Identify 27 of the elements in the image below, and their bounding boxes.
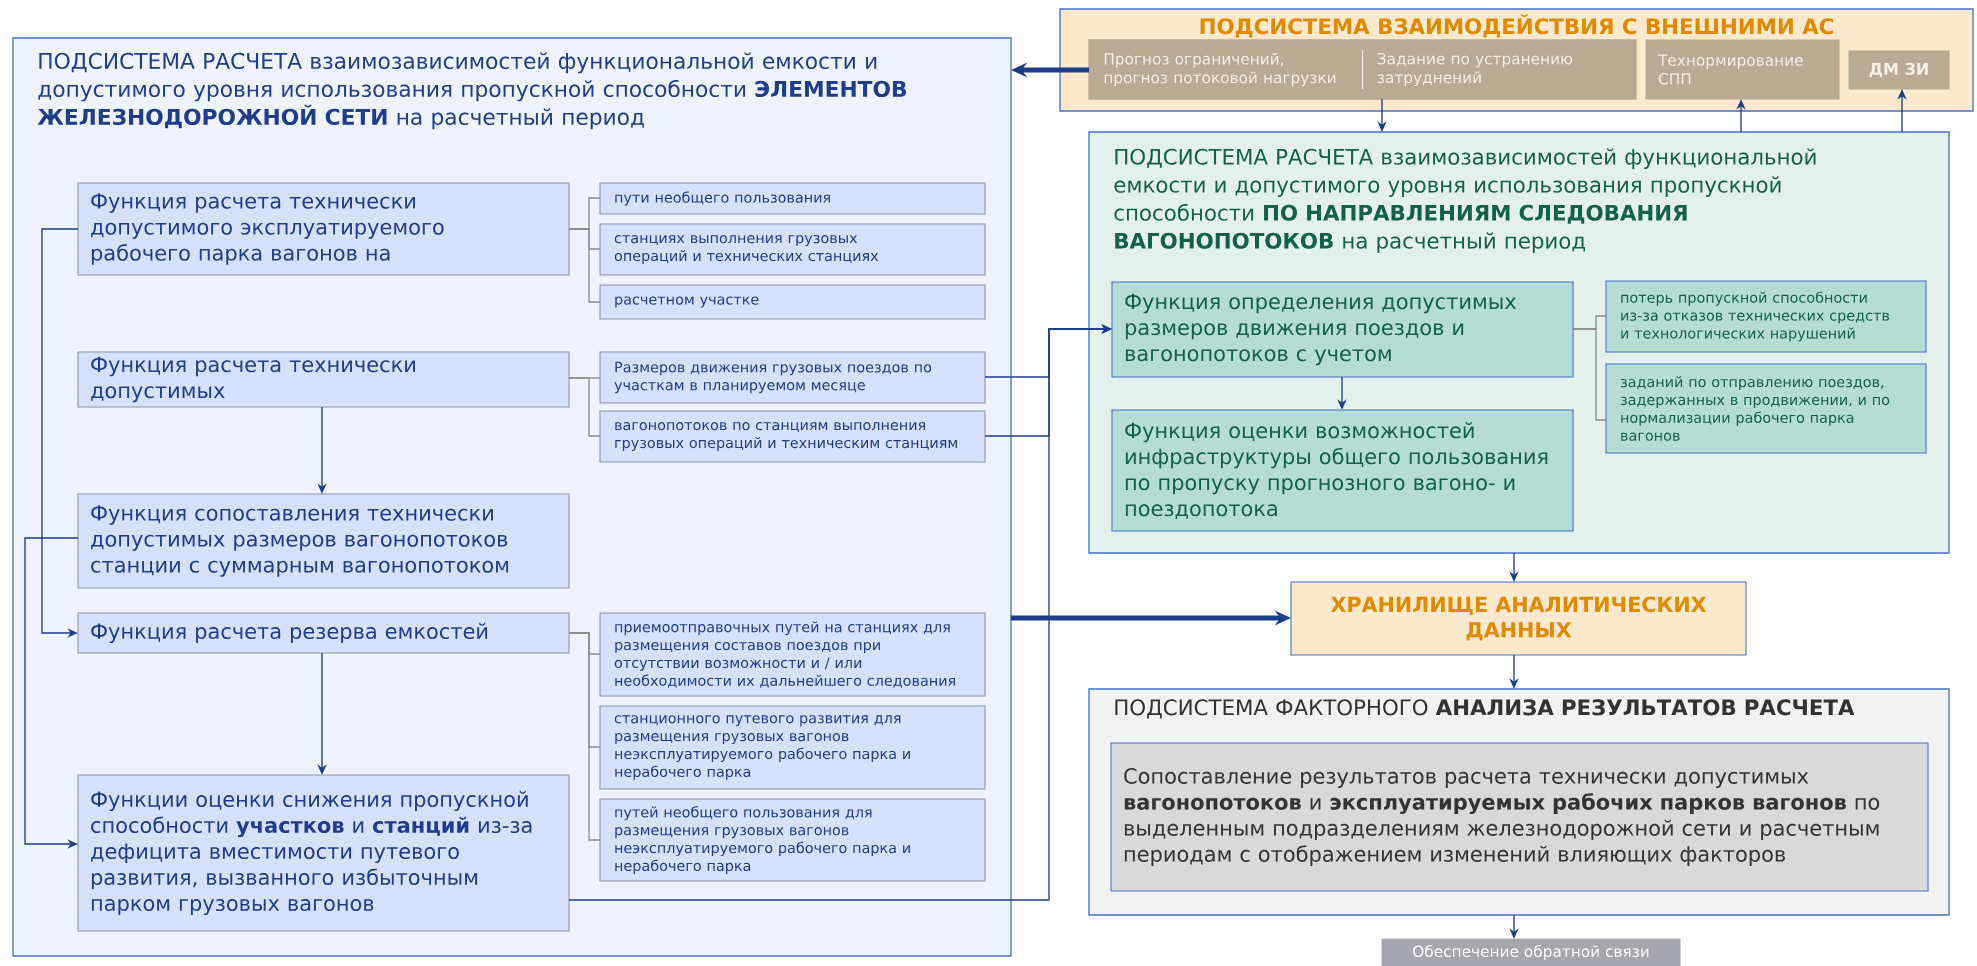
function-box: Функция расчета технически допустимых <box>77 351 570 408</box>
connector-line <box>568 228 601 303</box>
function-box: Функция определения допустимых размеров движения поездов и вагонопотоков с учетом <box>1111 281 1574 378</box>
detail-box: путей необщего пользования для размещения грузовых вагонов неэксплуатируемого рабочего парка и нерабочего парка <box>599 798 986 882</box>
detail-box: расчетном участке <box>599 284 986 320</box>
connector-line <box>568 377 601 437</box>
function-box: Функция сопоставления технически допустимых размеров вагонопотоков станции с суммарным вагонопотоком <box>77 493 570 589</box>
detail-box: потерь пропускной способности из-за отказов технических средств и технологических нарушений <box>1605 280 1927 353</box>
detail-box: станционного путевого развития для размещения грузовых вагонов неэксплуатируемого рабочего парка и нерабочего парка <box>599 705 986 790</box>
detail-box: пути необщего пользования <box>599 182 986 215</box>
detail-box: приемоотправочных путей на станциях для размещения составов поездов при отсутствии возможности и / или необходимости их дальнейшего следования <box>599 612 986 697</box>
storage-box: ХРАНИЛИЩЕ АНАЛИТИЧЕСКИХ ДАННЫХ <box>1290 581 1747 656</box>
function-box: Функция расчета технически допустимого эксплуатируемого рабочего парка вагонов на <box>77 182 570 276</box>
info-tag: Технормирование СПП <box>1645 39 1840 100</box>
info-tag: Прогноз ограничений, прогноз потоковой нагрузки Задание по устранению затруднений <box>1088 39 1637 100</box>
feedback-tag: Обеспечение обратной связи <box>1381 938 1681 966</box>
detail-box: Размеров движения грузовых поездов по участкам в планируемом месяце <box>599 351 986 404</box>
detail-box: заданий по отправлению поездов, задержанных в продвижении, и по нормализации рабочего парка вагонов <box>1605 363 1927 454</box>
info-tag: ДМ ЗИ <box>1848 50 1950 90</box>
detail-box: вагонопотоков по станциям выполнения грузовых операций и техническим станциям <box>599 410 986 463</box>
function-box: Функция оценки возможностей инфраструктуры общего пользования по пропуску прогнозного вагоно- и поездопотока <box>1111 409 1574 532</box>
connector-line <box>1572 328 1607 421</box>
description-box: Сопоставление результатов расчета технически допустимых вагонопотоков и эксплуатируемых рабочих парков вагонов по выделенным подразделениям железнодорожной сети и расчетным периодам с отображением изменений влияющих факторов <box>1110 742 1929 892</box>
function-box: Функции оценки снижения пропускной способности участков и станций из-за дефицита вместимости путевого развития, вызванного избыточным парком грузовых вагонов <box>77 774 570 932</box>
function-box: Функция расчета резерва емкостей <box>77 612 570 654</box>
detail-box: станциях выполнения грузовых операций и технических станциях <box>599 223 986 276</box>
connector-line <box>568 632 601 841</box>
